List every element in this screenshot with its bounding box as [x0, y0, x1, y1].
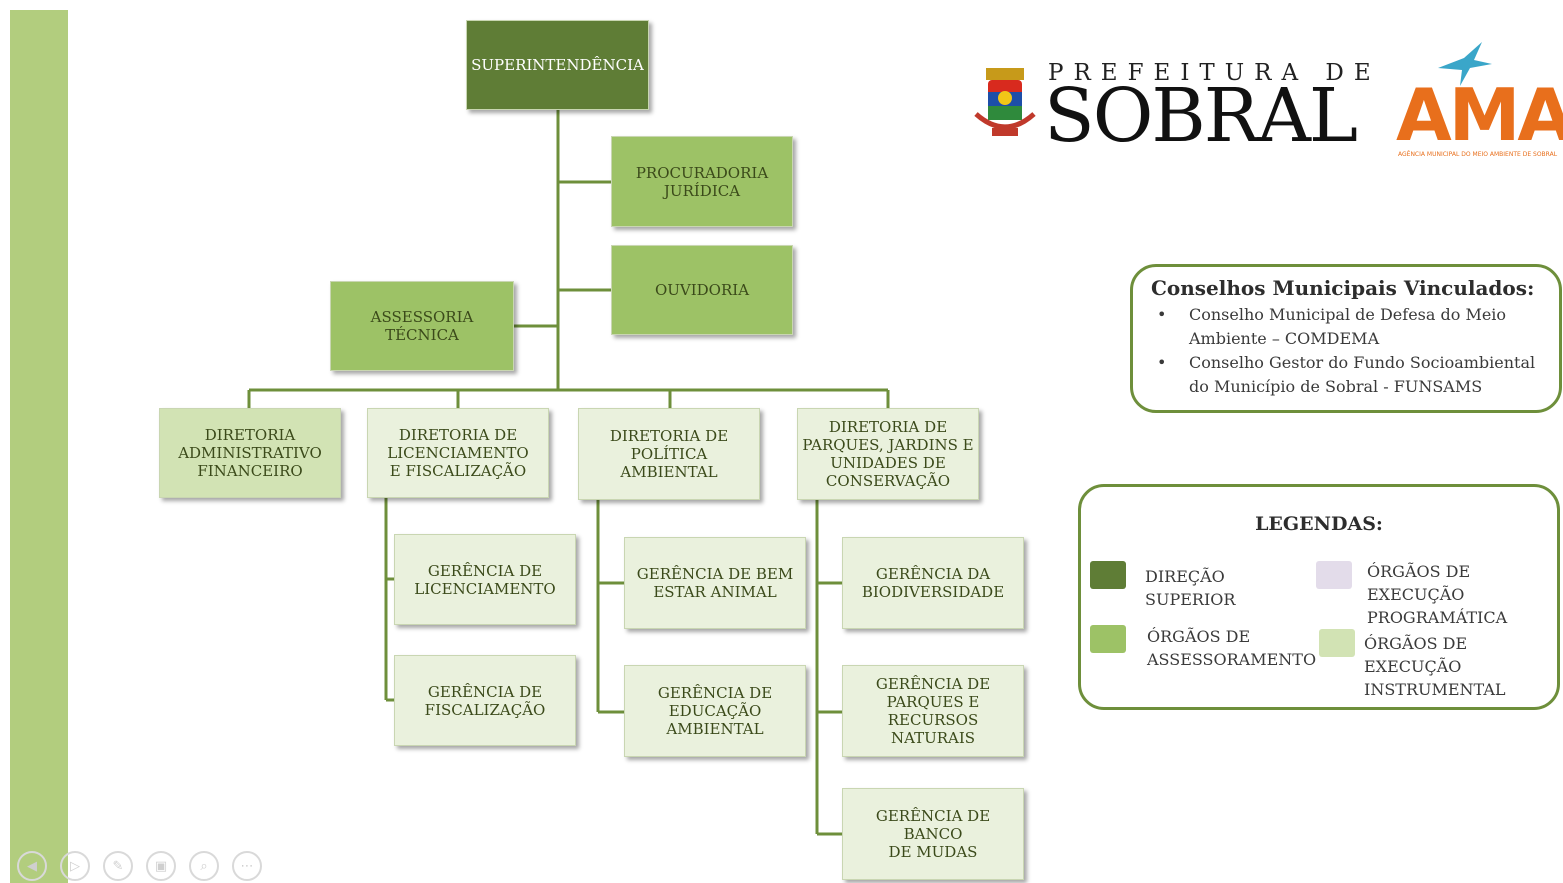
ama-subtitle: AGÊNCIA MUNICIPAL DO MEIO AMBIENTE DE SO… — [1398, 151, 1558, 158]
more-icon[interactable]: ⋯ — [232, 851, 262, 881]
council-item: Conselho Gestor do Fundo Socioambiental … — [1153, 351, 1545, 399]
gerencia-parques-box: GERÊNCIA DE PARQUES E RECURSOS NATURAIS — [842, 665, 1024, 757]
diretoria-politica-box: DIRETORIA DE POLÍTICA AMBIENTAL — [578, 408, 760, 500]
legend-label-instrumental: ÓRGÃOS DE EXECUÇÃO INSTRUMENTAL — [1364, 634, 1506, 699]
legend-swatch-assessoramento — [1090, 625, 1126, 653]
council-item: Conselho Municipal de Defesa do Meio Amb… — [1153, 303, 1545, 351]
assessoria-box: ASSESSORIA TÉCNICA — [330, 281, 514, 371]
councils-list: Conselho Municipal de Defesa do Meio Amb… — [1147, 303, 1545, 399]
zoom-icon[interactable]: ⌕ — [189, 851, 219, 881]
diretoria-administrativo-box: DIRETORIA ADMINISTRATIVO FINANCEIRO — [159, 408, 341, 498]
sidebar-bar — [10, 10, 68, 883]
pen-icon[interactable]: ✎ — [103, 851, 133, 881]
legend-label-programatica: ÓRGÃOS DE EXECUÇÃO PROGRAMÁTICA — [1367, 562, 1508, 627]
prefeitura-main-text: SOBRAL — [1044, 73, 1358, 159]
legend-swatch-direcao — [1090, 561, 1126, 589]
prefeitura-top-text: PREFEITURA DE — [1048, 60, 1381, 86]
councils-panel: Conselhos Municipais Vinculados: Conselh… — [1130, 264, 1562, 413]
logos: PREFEITURA DE SOBRAL AMA AGÊNCIA MUNICIP… — [968, 38, 1563, 168]
legend-label-assessoramento: ÓRGÃOS DE ASSESSORAMENTO — [1147, 627, 1317, 669]
superintendencia-box: SUPERINTENDÊNCIA — [466, 20, 649, 110]
previous-icon[interactable]: ◀ — [17, 851, 47, 881]
slides-icon[interactable]: ▣ — [146, 851, 176, 881]
hummingbird-icon — [1438, 42, 1492, 86]
procuradoria-box: PROCURADORIA JURÍDICA — [611, 136, 793, 227]
legend-label-direcao: DIREÇÃO SUPERIOR — [1145, 567, 1236, 609]
legend-title: LEGENDAS: — [1255, 513, 1383, 535]
ouvidoria-box: OUVIDORIA — [611, 245, 793, 335]
legend-panel: LEGENDAS: DIREÇÃO SUPERIOR ÓRGÃOS DE ASS… — [1078, 484, 1560, 710]
gerencia-licenciamento-box: GERÊNCIA DE LICENCIAMENTO — [394, 534, 576, 625]
gerencia-banco-mudas-box: GERÊNCIA DE BANCO DE MUDAS — [842, 788, 1024, 880]
gerencia-biodiversidade-box: GERÊNCIA DA BIODIVERSIDADE — [842, 537, 1024, 629]
gerencia-bem-estar-box: GERÊNCIA DE BEM ESTAR ANIMAL — [624, 537, 806, 629]
ama-logo-text: AMA — [1396, 73, 1563, 157]
gerencia-fiscalizacao-box: GERÊNCIA DE FISCALIZAÇÃO — [394, 655, 576, 746]
play-icon[interactable]: ▷ — [60, 851, 90, 881]
sobral-crest-icon — [974, 68, 1036, 136]
diretoria-licenciamento-box: DIRETORIA DE LICENCIAMENTO E FISCALIZAÇÃ… — [367, 408, 549, 498]
councils-title: Conselhos Municipais Vinculados: — [1151, 276, 1535, 300]
legend-swatch-instrumental — [1319, 629, 1355, 657]
diretoria-parques-box: DIRETORIA DE PARQUES, JARDINS E UNIDADES… — [797, 408, 979, 500]
gerencia-educacao-box: GERÊNCIA DE EDUCAÇÃO AMBIENTAL — [624, 665, 806, 757]
legend-swatch-programatica — [1316, 561, 1352, 589]
